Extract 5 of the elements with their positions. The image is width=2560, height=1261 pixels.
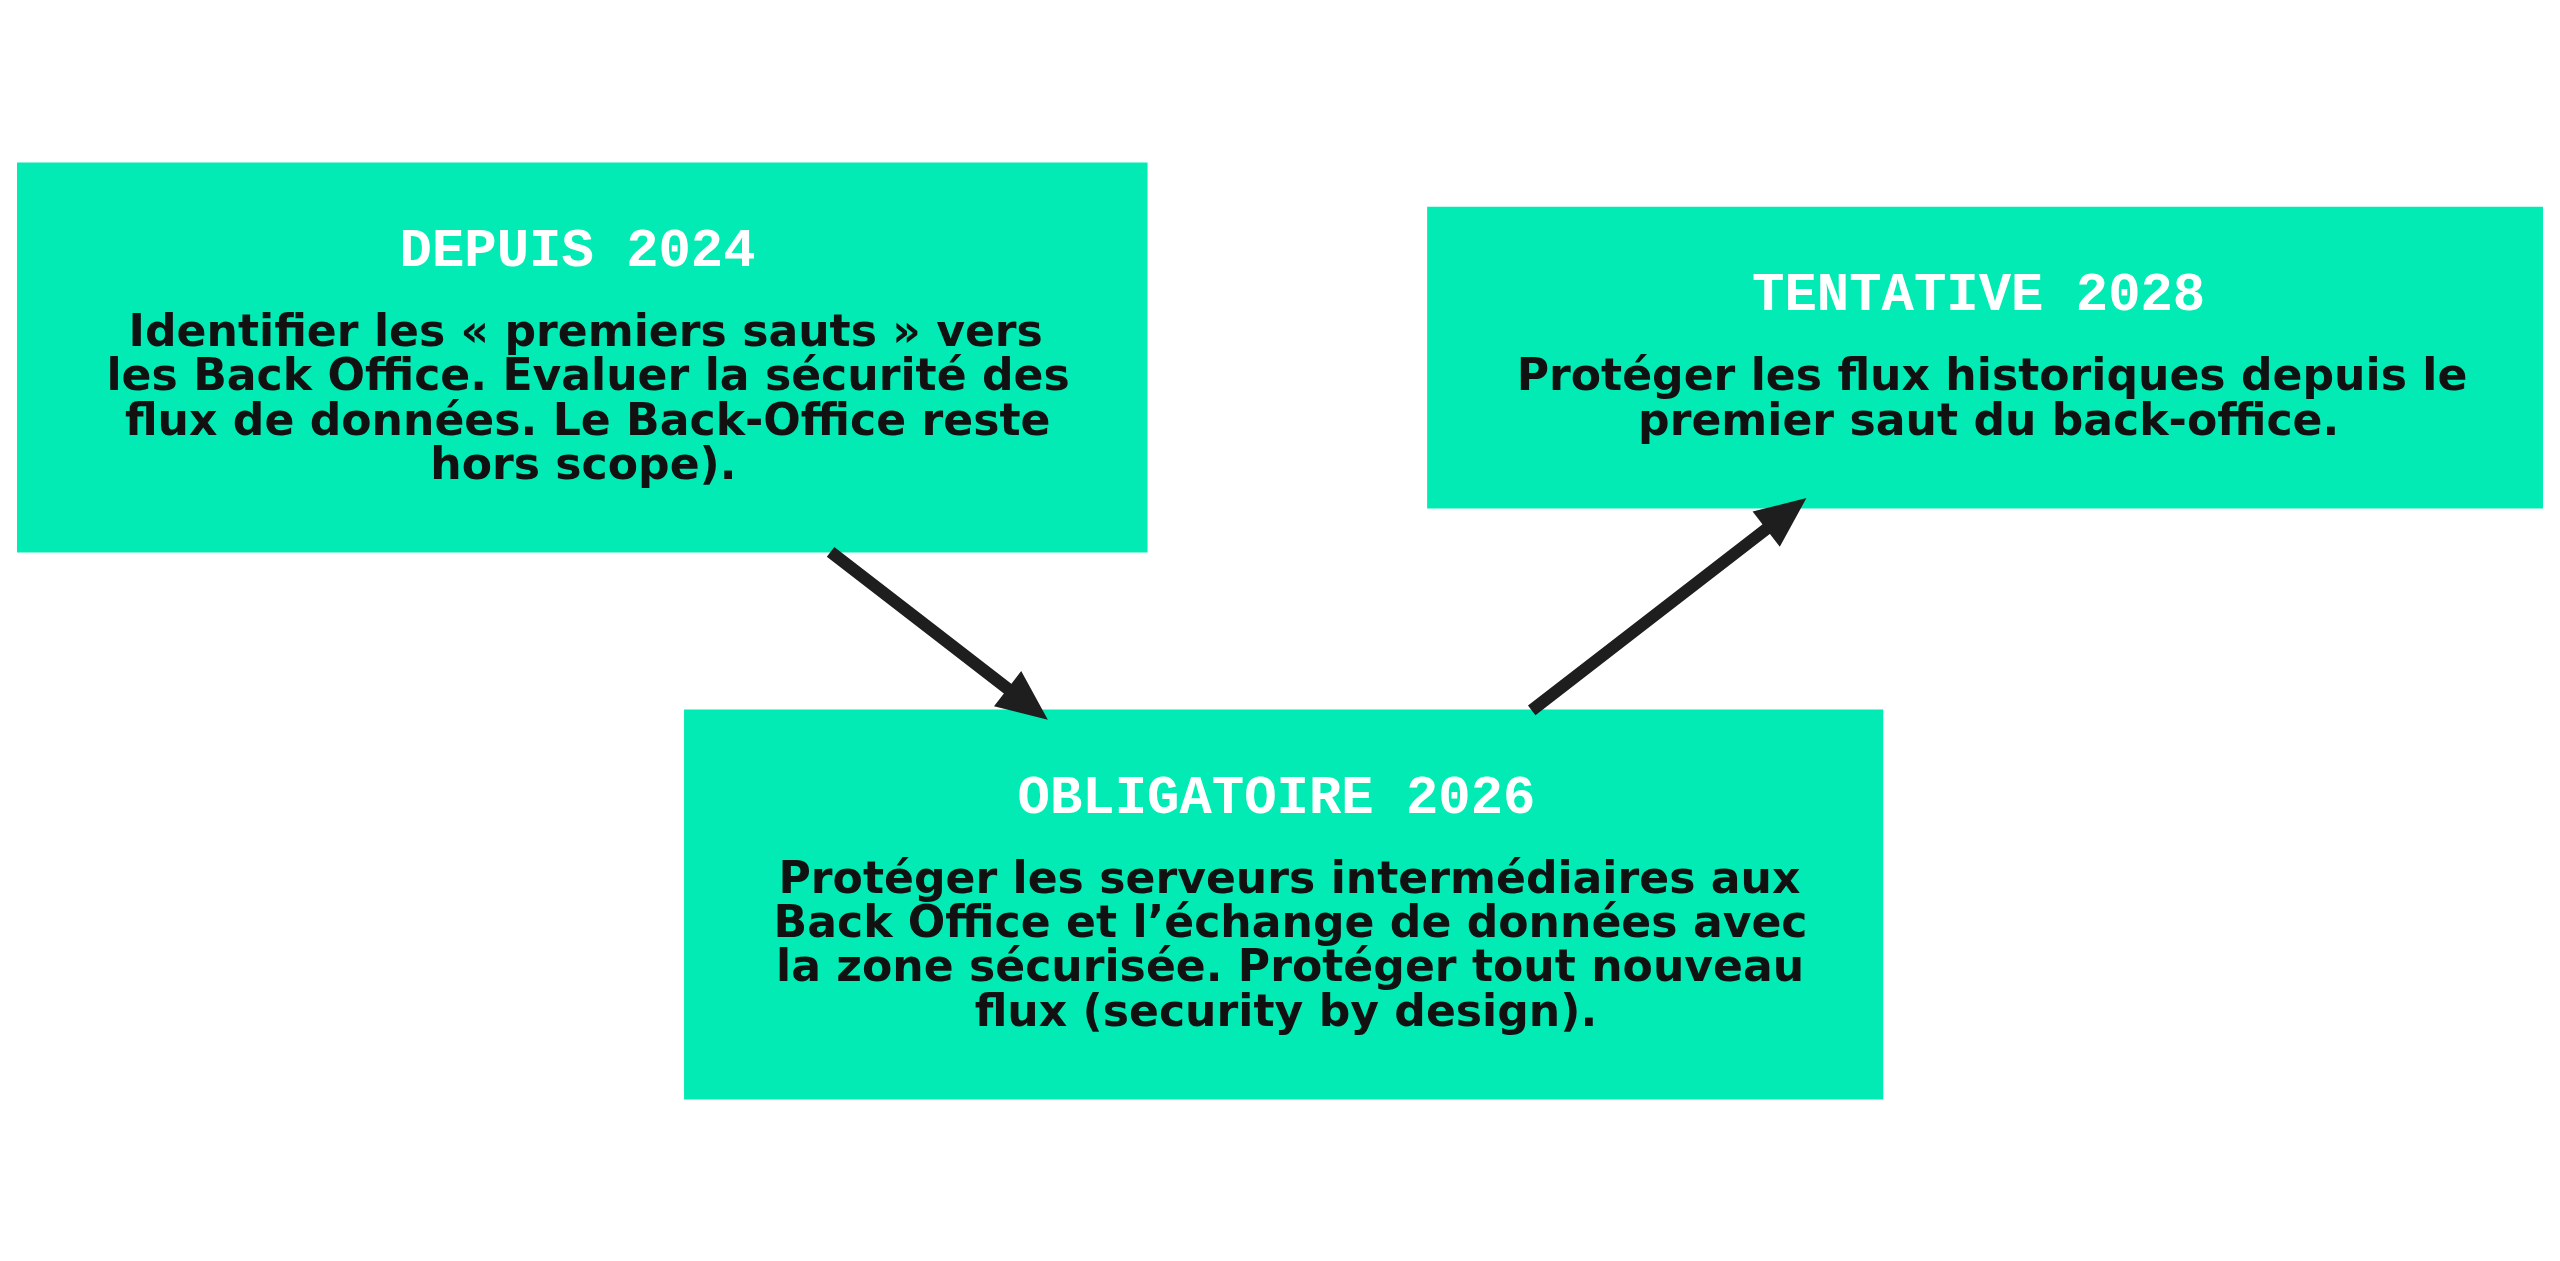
- arrow: [1527, 497, 1807, 715]
- node-box: TENTATIVE 2028 Protéger les flux historiques depuis le premier saut du back-office.: [1427, 206, 2543, 508]
- node-box: DEPUIS 2024 Identifier les « premiers sauts » vers les Back Office. Evaluer la sécurité des flux de données. Le Back-Office reste hors scope).: [17, 162, 1148, 553]
- node-box: OBLIGATOIRE 2026 Protéger les serveurs intermédiaires aux Back Office et l’échange de données avec la zone sécurisée. Protéger tout nouveau flux (security by design).: [684, 708, 1884, 1099]
- arrow: [826, 546, 1048, 720]
